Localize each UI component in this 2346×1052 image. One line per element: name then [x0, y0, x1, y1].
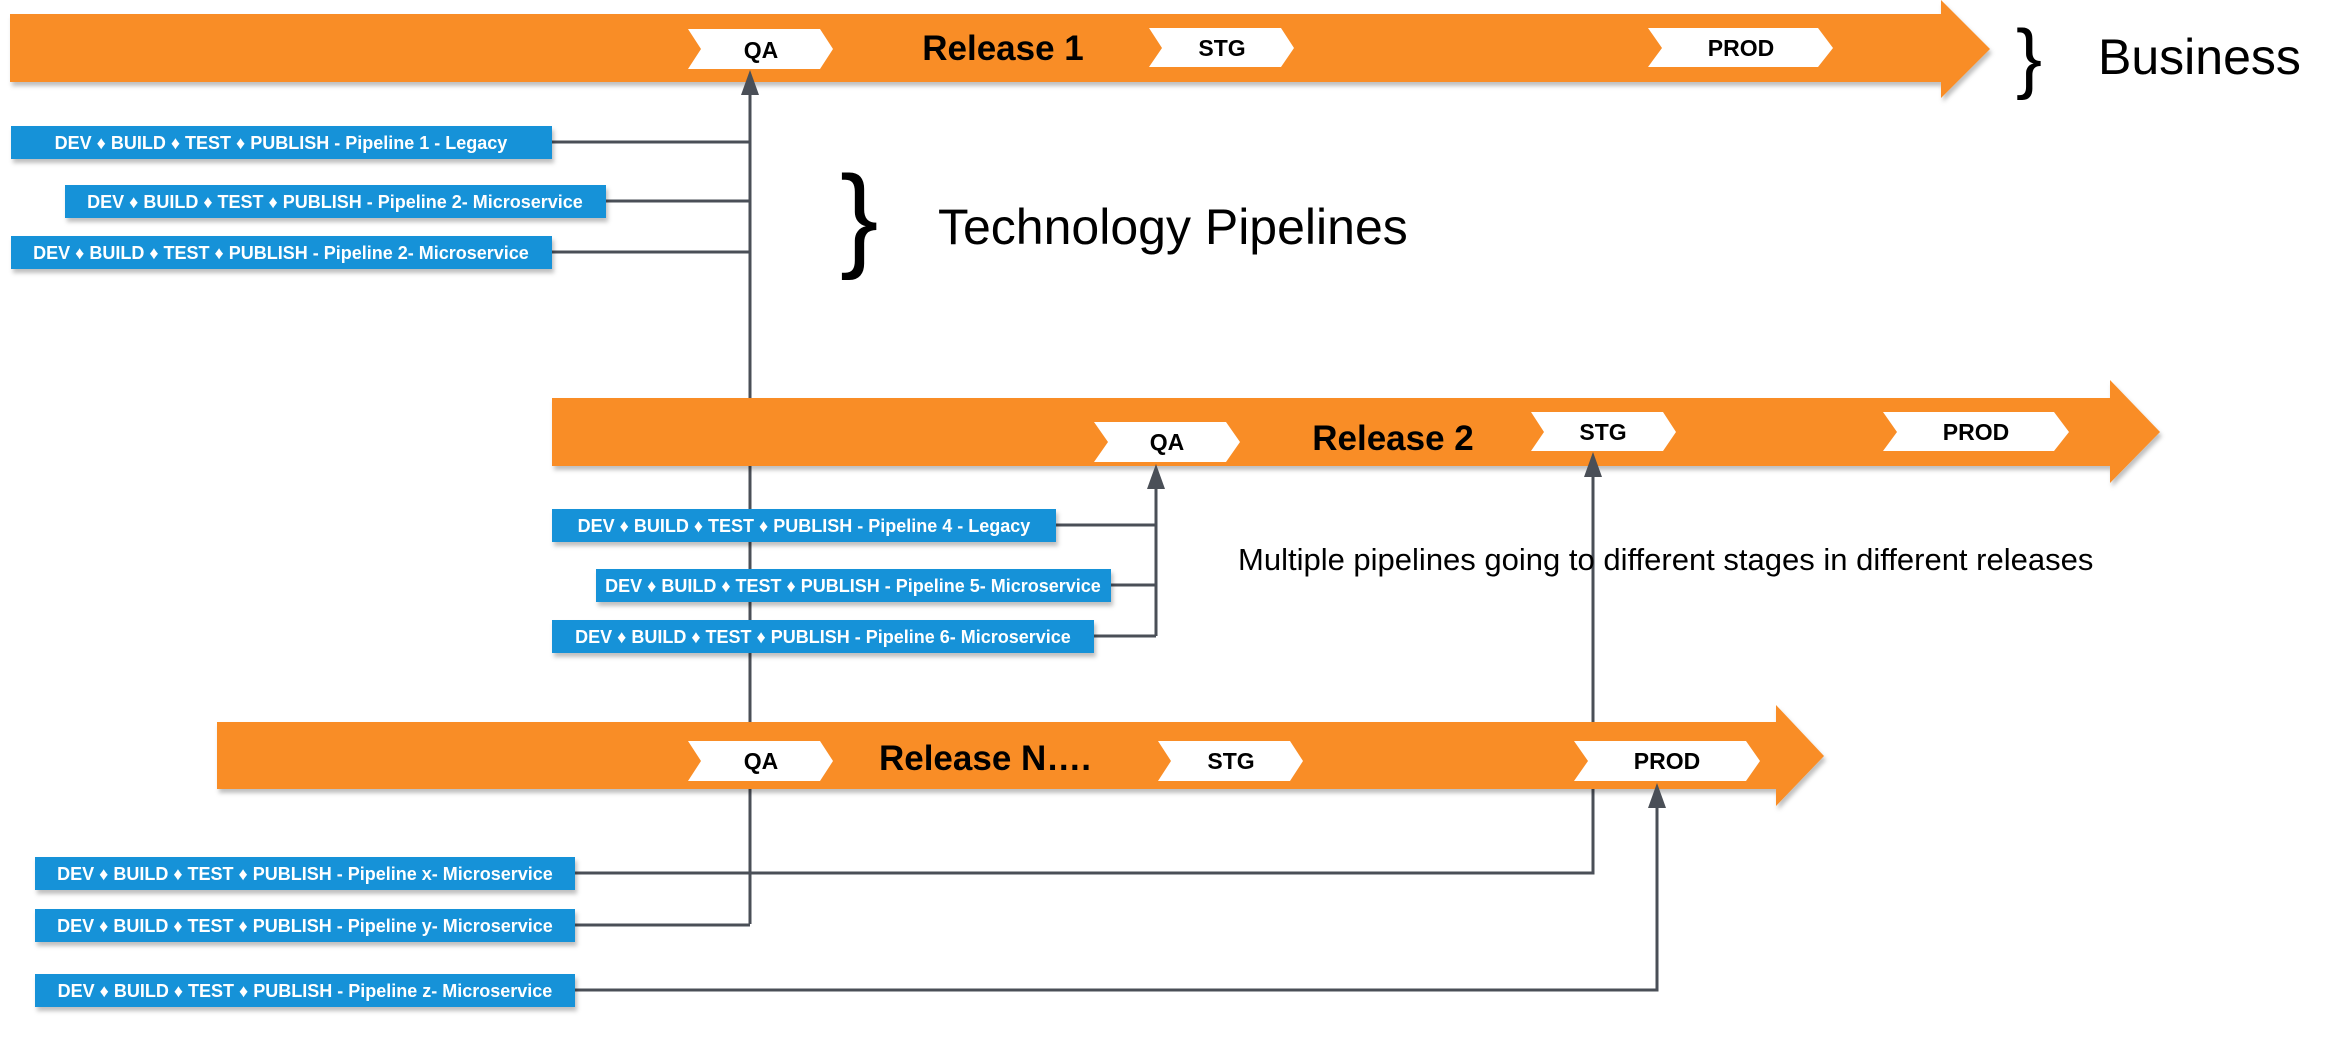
pipeline-box-bg [596, 569, 1111, 602]
stage-label-stg: STG [1198, 35, 1245, 61]
pipeline-box-bg [552, 620, 1094, 653]
stage-chevron-prod [1883, 412, 2069, 451]
pipeline-label: DEV ♦ BUILD ♦ TEST ♦ PUBLISH - Pipeline … [605, 576, 1101, 596]
pipeline-box: DEV ♦ BUILD ♦ TEST ♦ PUBLISH - Pipeline … [35, 974, 575, 1007]
arrowhead-release2-stg [1584, 452, 1602, 477]
stage-chevron-prod [1648, 28, 1833, 67]
stage-label-stg: STG [1579, 419, 1626, 445]
pipeline-label: DEV ♦ BUILD ♦ TEST ♦ PUBLISH - Pipeline … [575, 627, 1071, 647]
pipeline-box: DEV ♦ BUILD ♦ TEST ♦ PUBLISH - Pipeline … [11, 126, 552, 159]
stage-label-qa: QA [744, 748, 779, 774]
stage-chevron-qa [1094, 422, 1240, 462]
release-arrow-shape [552, 380, 2160, 483]
pipeline-label: DEV ♦ BUILD ♦ TEST ♦ PUBLISH - Pipeline … [578, 516, 1031, 536]
pipeline-label: DEV ♦ BUILD ♦ TEST ♦ PUBLISH - Pipeline … [33, 243, 529, 263]
business-brace: } [2016, 13, 2042, 101]
pipeline-box: DEV ♦ BUILD ♦ TEST ♦ PUBLISH - Pipeline … [65, 185, 606, 218]
pipeline-box: DEV ♦ BUILD ♦ TEST ♦ PUBLISH - Pipeline … [35, 857, 575, 890]
stage-chevron-qa [688, 741, 833, 781]
pipeline-box-bg [552, 509, 1056, 542]
pipelines: DEV ♦ BUILD ♦ TEST ♦ PUBLISH - Pipeline … [11, 126, 1111, 1007]
pipeline-box-bg [11, 126, 552, 159]
arrowhead-release2-qa [1147, 464, 1165, 489]
pipeline-box: DEV ♦ BUILD ♦ TEST ♦ PUBLISH - Pipeline … [11, 236, 552, 269]
release-n-arrow: QA Release N…. STG PROD [217, 705, 1824, 806]
pipeline-label: DEV ♦ BUILD ♦ TEST ♦ PUBLISH - Pipeline … [57, 916, 553, 936]
stage-label-prod: PROD [1943, 419, 2009, 445]
connector-pipeline-z [575, 800, 1659, 992]
pipeline-label: DEV ♦ BUILD ♦ TEST ♦ PUBLISH - Pipeline … [55, 133, 508, 153]
pipeline-box-bg [11, 236, 552, 269]
stage-label-qa: QA [1150, 429, 1185, 455]
business-label: Business [2098, 29, 2301, 85]
stage-label-prod: PROD [1708, 35, 1774, 61]
release-2-arrow: QA Release 2 STG PROD [552, 380, 2160, 483]
release-arrow-shape [217, 705, 1824, 806]
pipeline-label: DEV ♦ BUILD ♦ TEST ♦ PUBLISH - Pipeline … [57, 864, 553, 884]
connector-pipeline-x [575, 468, 1595, 875]
pipeline-box-bg [65, 185, 606, 218]
pipeline-label: DEV ♦ BUILD ♦ TEST ♦ PUBLISH - Pipeline … [58, 981, 553, 1001]
connectors [552, 88, 1659, 992]
pipeline-box-bg [35, 974, 575, 1007]
stage-label-prod: PROD [1634, 748, 1700, 774]
stage-chevron-stg [1531, 412, 1676, 451]
release-1-arrow: QA Release 1 STG PROD [10, 0, 1990, 98]
stage-chevron-stg [1149, 28, 1294, 67]
pipeline-box-bg [35, 909, 575, 942]
arrowhead-release1-qa [741, 70, 759, 95]
technology-brace: } [840, 153, 878, 281]
stage-label-stg: STG [1207, 748, 1254, 774]
stage-chevron-prod [1574, 741, 1760, 781]
stage-chevron-qa [688, 29, 833, 69]
release-title: Release 1 [922, 29, 1084, 68]
arrowhead-releasen-prod [1648, 783, 1666, 808]
pipeline-box: DEV ♦ BUILD ♦ TEST ♦ PUBLISH - Pipeline … [552, 620, 1094, 653]
pipeline-box: DEV ♦ BUILD ♦ TEST ♦ PUBLISH - Pipeline … [35, 909, 575, 942]
pipeline-box: DEV ♦ BUILD ♦ TEST ♦ PUBLISH - Pipeline … [596, 569, 1111, 602]
arrowheads [741, 70, 1666, 808]
pipeline-box: DEV ♦ BUILD ♦ TEST ♦ PUBLISH - Pipeline … [552, 509, 1056, 542]
release-title: Release 2 [1312, 419, 1474, 458]
technology-pipelines-label: Technology Pipelines [938, 199, 1408, 255]
release-title: Release N…. [879, 739, 1091, 778]
annotations: } Business } Technology Pipelines Multip… [840, 13, 2301, 577]
release-arrow-shape [10, 0, 1990, 98]
stage-label-qa: QA [744, 37, 779, 63]
stage-chevron-stg [1158, 741, 1303, 781]
note-text: Multiple pipelines going to different st… [1238, 542, 2093, 577]
pipeline-label: DEV ♦ BUILD ♦ TEST ♦ PUBLISH - Pipeline … [87, 192, 583, 212]
pipeline-box-bg [35, 857, 575, 890]
